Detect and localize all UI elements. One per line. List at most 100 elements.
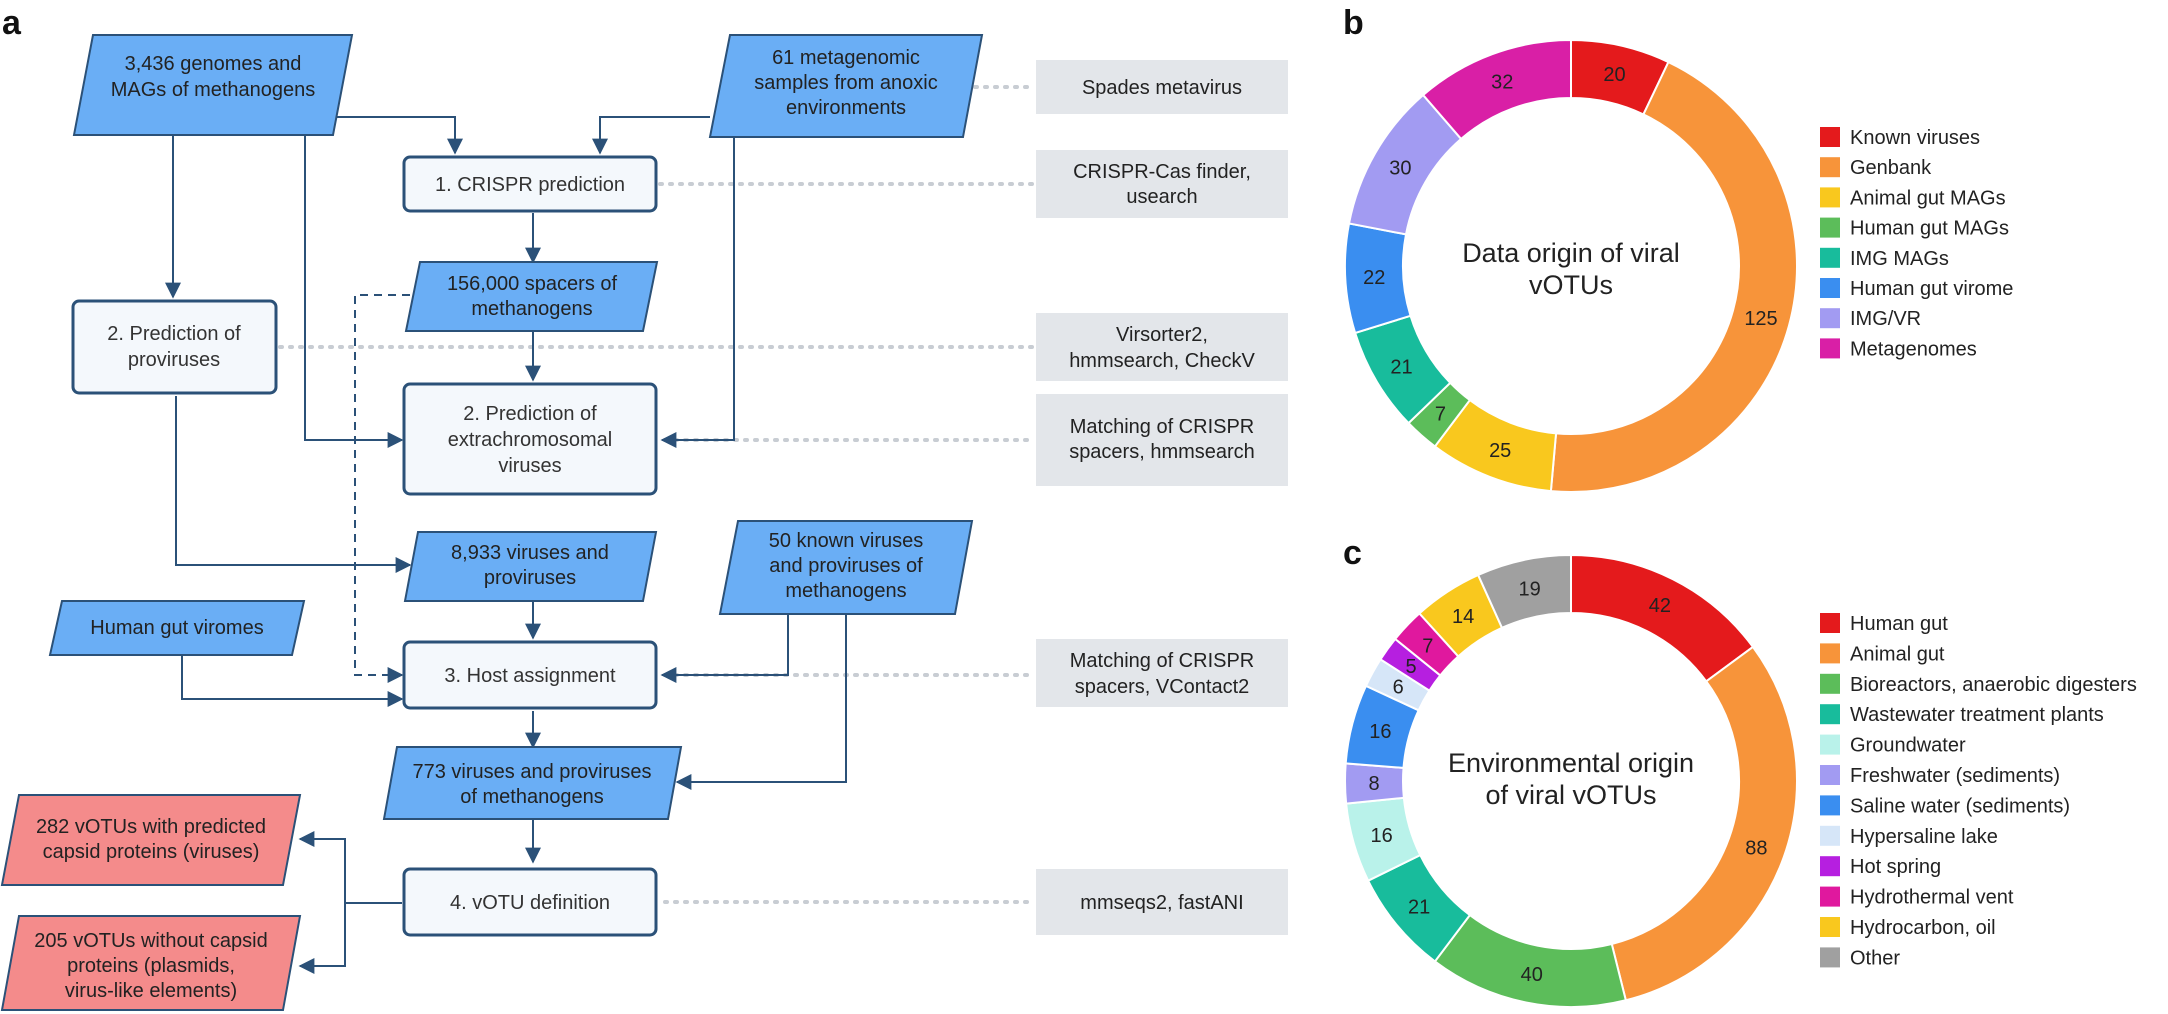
- slice-metagenomes: [1421, 38, 1572, 141]
- legend-label-bioreactors-anaerobic-digesters: Bioreactors, anaerobic digesters: [1850, 674, 2137, 696]
- legend-label-img-mags: IMG MAGs: [1850, 248, 1949, 270]
- crispr-prediction-label: 1. CRISPR prediction: [435, 174, 625, 196]
- out-no-capsid-line-2: proteins (plasmids,: [67, 955, 235, 977]
- out-no-capsid-node: 205 vOTUs without capsid proteins (plasm…: [0, 915, 302, 1011]
- slice-value-animal-gut: 88: [1745, 838, 1767, 860]
- legend-label-img-vr: IMG/VR: [1850, 308, 1921, 330]
- tool-spades-box: [1036, 60, 1288, 114]
- host-assignment-box: [402, 640, 658, 710]
- legend-swatch-hydrothermal-vent: [1820, 886, 1840, 907]
- out-capsid-line-1: 282 vOTUs with predicted: [36, 816, 266, 838]
- legend-swatch-metagenomes: [1820, 338, 1840, 359]
- slice-human-gut: [1570, 553, 1755, 683]
- genomes-line-1: 3,436 genomes and: [125, 53, 302, 75]
- legend-swatch-img-vr: [1820, 308, 1840, 329]
- legend-swatch-hydrocarbon-oil: [1820, 917, 1840, 937]
- legend-label-animal-gut-mags: Animal gut MAGs: [1850, 187, 2006, 209]
- slice-value-human-gut-virome: 22: [1363, 267, 1385, 289]
- slice-animal-gut: [1610, 645, 1798, 1002]
- methanogen-viruses-shape: [382, 746, 683, 820]
- metagenomic-shape: [708, 34, 984, 138]
- legend-swatch-genbank: [1820, 157, 1840, 178]
- legend-swatch-human-gut-mags: [1820, 217, 1840, 238]
- spacers-shape: [404, 261, 659, 332]
- viruses-proviruses-shape: [403, 531, 658, 602]
- legend-swatch-animal-gut: [1820, 643, 1840, 664]
- tool-matching-vcontact-line-1: Matching of CRISPR: [1070, 650, 1255, 672]
- slice-genbank: [1549, 60, 1798, 493]
- known-viruses-line-2: and proviruses of: [769, 555, 923, 577]
- chart-title-line-1: Data origin of viral: [1462, 238, 1680, 268]
- prediction-extrachromosomal-box: [402, 382, 658, 496]
- panel-label-a: a: [2, 4, 22, 42]
- legend-swatch-other: [1820, 947, 1840, 968]
- host-assignment-label: 3. Host assignment: [444, 665, 616, 687]
- legend-swatch-animal-gut-mags: [1820, 187, 1840, 208]
- human-gut-viromes-line-1: Human gut viromes: [90, 617, 263, 639]
- tool-mmseqs-box: [1036, 869, 1288, 935]
- tool-crispr-cas-line-2: usearch: [1126, 186, 1197, 208]
- slice-value-human-gut-mags: 7: [1435, 404, 1446, 426]
- legend-swatch-wastewater-treatment-plants: [1820, 704, 1840, 725]
- legend-swatch-freshwater-sediments: [1820, 765, 1840, 785]
- tool-mmseqs-line-1: mmseqs2, fastANI: [1080, 892, 1243, 914]
- legend-label-human-gut-virome: Human gut virome: [1850, 278, 2013, 300]
- host-assignment-step: 3. Host assignment: [402, 640, 658, 710]
- metagenomic-line-3: environments: [786, 97, 906, 119]
- known-viruses-node: 50 known viruses and proviruses of metha…: [718, 520, 974, 615]
- slice-value-img-vr: 30: [1389, 158, 1411, 180]
- out-capsid-shape: [0, 794, 302, 886]
- legend-swatch-hypersaline-lake: [1820, 825, 1840, 846]
- chart-title-line-2: of viral vOTUs: [1485, 780, 1656, 810]
- slice-value-human-gut: 42: [1649, 595, 1671, 617]
- legend-label-hydrocarbon-oil: Hydrocarbon, oil: [1850, 917, 1996, 939]
- legend-label-human-gut-mags: Human gut MAGs: [1850, 218, 2009, 240]
- slice-value-other: 19: [1518, 578, 1540, 600]
- legend-label-hypersaline-lake: Hypersaline lake: [1850, 826, 1998, 848]
- legend-swatch-groundwater: [1820, 734, 1840, 755]
- spacers-node: 156,000 spacers of methanogens: [404, 261, 659, 332]
- tool-matching-vcontact-box: [1036, 639, 1288, 707]
- slice-other: [1476, 553, 1572, 630]
- tool-virsorter-box: [1036, 313, 1288, 381]
- legend-label-other: Other: [1850, 947, 1900, 969]
- out-no-capsid-line-3: virus-like elements): [65, 980, 237, 1002]
- slice-bioreactors-anaerobic-digesters: [1433, 913, 1628, 1008]
- slice-value-bioreactors-anaerobic-digesters: 40: [1521, 964, 1543, 986]
- tool-crispr-cas: CRISPR-Cas finder, usearch: [1036, 150, 1288, 218]
- panel-label-c: c: [1343, 534, 1362, 572]
- chart-title-line-1: Environmental origin: [1448, 748, 1694, 778]
- prediction-extrachromosomal-step: 2. Prediction of extrachromosomal viruse…: [402, 382, 658, 496]
- legend-label-animal-gut: Animal gut: [1850, 643, 1945, 665]
- legend-label-freshwater-sediments: Freshwater (sediments): [1850, 765, 2060, 787]
- out-capsid-node: 282 vOTUs with predicted capsid proteins…: [0, 794, 302, 886]
- tool-spades-line-1: Spades metavirus: [1082, 77, 1242, 99]
- genomes-shape: [72, 34, 354, 136]
- metagenomic-line-1: 61 metagenomic: [772, 47, 920, 69]
- prediction-extrachromosomal-line-3: viruses: [498, 455, 561, 477]
- tool-mmseqs: mmseqs2, fastANI: [1036, 869, 1288, 935]
- legend-label-known-viruses: Known viruses: [1850, 127, 1980, 149]
- slice-value-hydrothermal-vent: 7: [1422, 636, 1433, 658]
- prediction-proviruses-step: 2. Prediction of proviruses: [71, 299, 278, 395]
- human-gut-viromes-shape: [48, 600, 306, 656]
- tool-crispr-cas-box: [1036, 150, 1288, 218]
- known-viruses-line-3: methanogens: [785, 580, 906, 602]
- legend-swatch-bioreactors-anaerobic-digesters: [1820, 673, 1840, 694]
- tool-matching-vcontact: Matching of CRISPR spacers, VContact2: [1036, 639, 1288, 707]
- legend-label-hydrothermal-vent: Hydrothermal vent: [1850, 887, 2014, 909]
- slice-value-wastewater-treatment-plants: 21: [1408, 897, 1430, 919]
- tool-matching-hmmsearch-line-2: spacers, hmmsearch: [1069, 441, 1255, 463]
- chart-title-line-2: vOTUs: [1529, 270, 1613, 300]
- viruses-proviruses-node: 8,933 viruses and proviruses: [403, 531, 658, 602]
- panel-label-b: b: [1343, 4, 1364, 42]
- legend-label-wastewater-treatment-plants: Wastewater treatment plants: [1850, 704, 2104, 726]
- tool-crispr-cas-line-1: CRISPR-Cas finder,: [1073, 161, 1251, 183]
- out-no-capsid-line-1: 205 vOTUs without capsid: [34, 930, 267, 952]
- slice-value-hypersaline-lake: 6: [1393, 676, 1404, 698]
- viruses-proviruses-line-1: 8,933 viruses and: [451, 542, 609, 564]
- methanogen-viruses-line-2: of methanogens: [460, 786, 603, 808]
- slice-value-hydrocarbon-oil: 14: [1452, 606, 1474, 628]
- tool-matching-hmmsearch-box: [1036, 394, 1288, 486]
